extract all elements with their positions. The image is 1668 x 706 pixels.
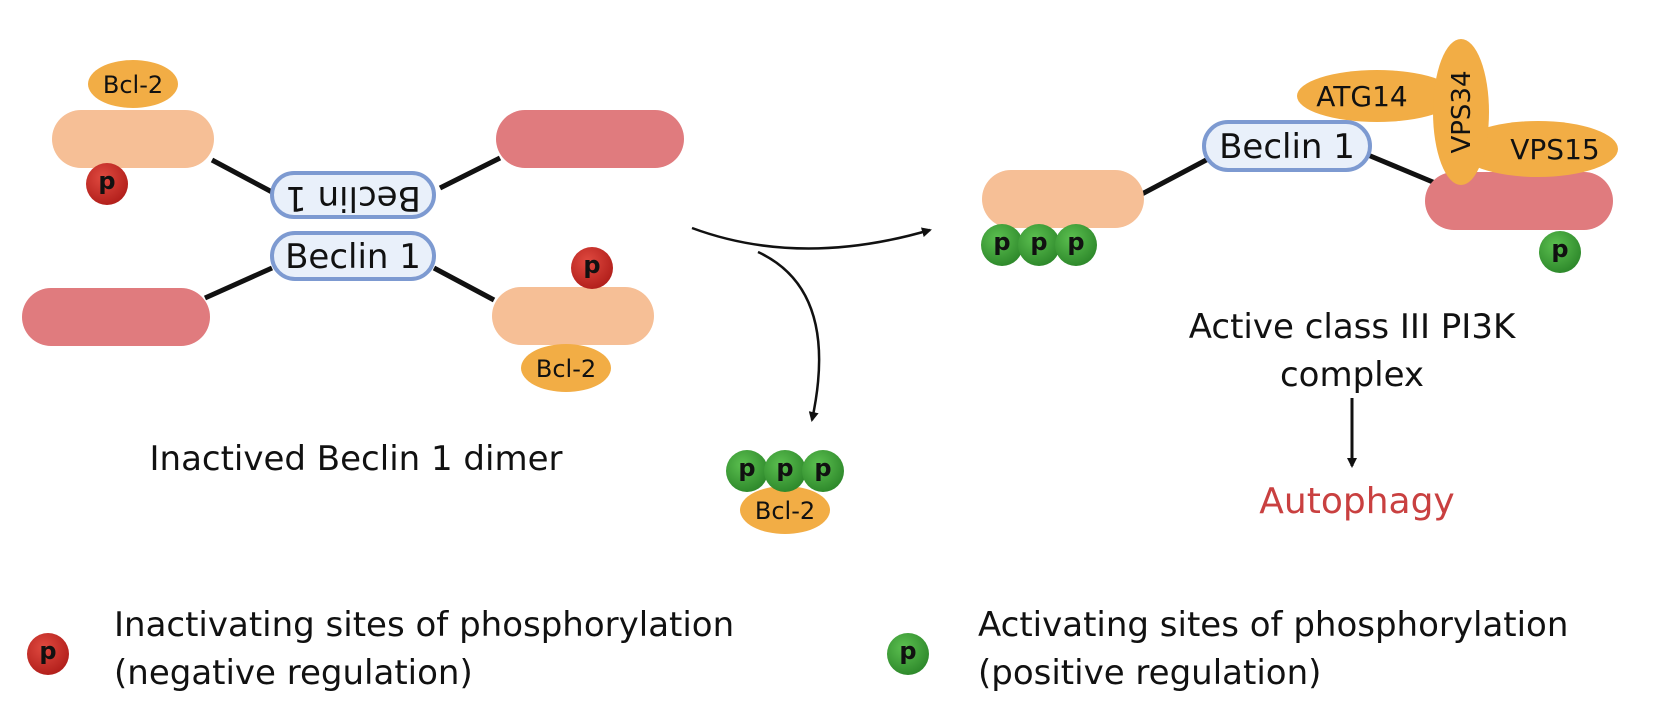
atg14 (1297, 70, 1457, 122)
beclin1-box (1202, 120, 1372, 172)
released-bcl2-group: Bcl-2 p p p (726, 450, 844, 534)
phospho-left-label: p (1067, 228, 1084, 256)
bcl2-top-label: Bcl-2 (103, 71, 163, 99)
released-phospho-label: p (776, 454, 793, 482)
vps34-label: VPS34 (1447, 70, 1477, 153)
vps15-label: VPS15 (1510, 133, 1599, 166)
legend-inactivating-line1: Inactivating sites of phosphorylation (114, 605, 734, 645)
autophagy-label: Autophagy (1259, 481, 1454, 522)
beclin1-box (270, 231, 436, 281)
right-panel: ATG14 VPS15 VPS34 Beclin 1 p p p p Activ… (981, 39, 1618, 522)
peach-domain-top-left (52, 110, 214, 168)
released-phospho-label: p (738, 454, 755, 482)
transition-arrows (691, 226, 932, 422)
link-line (203, 265, 274, 301)
phospho-left-label: p (1030, 228, 1047, 256)
activating-phospho (764, 450, 806, 492)
phospho-bottom-label: p (583, 251, 600, 279)
active-complex-caption-line2: complex (1280, 355, 1424, 395)
rose-domain-top-right (496, 110, 684, 168)
beclin1-inverted-box (270, 171, 436, 219)
bcl2-top (88, 60, 178, 108)
activating-phospho (802, 450, 844, 492)
link-line (432, 265, 496, 303)
link-line (1367, 152, 1441, 188)
beclin1-active-label: Beclin 1 (1219, 127, 1355, 167)
phospho-top-label: p (98, 167, 115, 195)
phospho-right-label: p (1551, 235, 1568, 263)
released-bcl2-label: Bcl-2 (755, 497, 815, 525)
activating-phospho (1055, 224, 1097, 266)
phospho-left-label: p (993, 228, 1010, 256)
activation-arrow (691, 226, 932, 250)
vps34 (1433, 39, 1489, 185)
peach-domain-left (982, 170, 1144, 228)
vps15 (1458, 121, 1618, 177)
released-phospho-label: p (814, 454, 831, 482)
rose-domain-right (1425, 172, 1613, 230)
activating-phospho (1539, 231, 1581, 273)
bcl2-bottom (521, 344, 611, 392)
legend-activating-symbol: p (899, 637, 916, 665)
beclin1-label: Beclin 1 (285, 237, 421, 277)
link-line (438, 155, 502, 191)
release-arrow (757, 250, 821, 422)
bcl2-bottom-label: Bcl-2 (536, 355, 596, 383)
legend-inactivating-line2: (negative regulation) (114, 653, 473, 693)
legend-activating-line1: Activating sites of phosphorylation (978, 605, 1568, 645)
legend-activating-line2: (positive regulation) (978, 653, 1321, 693)
activating-phospho (981, 224, 1023, 266)
legend-activating-icon (887, 633, 929, 675)
atg14-label: ATG14 (1316, 80, 1407, 113)
activating-phospho (726, 450, 768, 492)
beclin1-inverted-label: Beclin 1 (285, 178, 421, 218)
legend-inactivating-icon (27, 633, 69, 675)
active-complex-caption-line1: Active class III PI3K (1189, 307, 1517, 347)
inactivating-phospho-top (86, 163, 128, 205)
legend: p Inactivating sites of phosphorylation … (27, 605, 1568, 693)
activating-phospho (1018, 224, 1060, 266)
legend-inactivating-symbol: p (39, 637, 56, 665)
inactivating-phospho-bottom (571, 247, 613, 289)
released-bcl2 (740, 486, 830, 534)
peach-domain-bottom-right (492, 287, 654, 345)
rose-domain-bottom-left (22, 288, 210, 346)
link-line (210, 157, 274, 195)
link-line (1138, 155, 1212, 198)
inactive-dimer-caption: Inactived Beclin 1 dimer (150, 439, 563, 479)
left-panel: Bcl-2 p Beclin 1 Beclin 1 p Bcl-2 Inacti… (22, 60, 684, 479)
